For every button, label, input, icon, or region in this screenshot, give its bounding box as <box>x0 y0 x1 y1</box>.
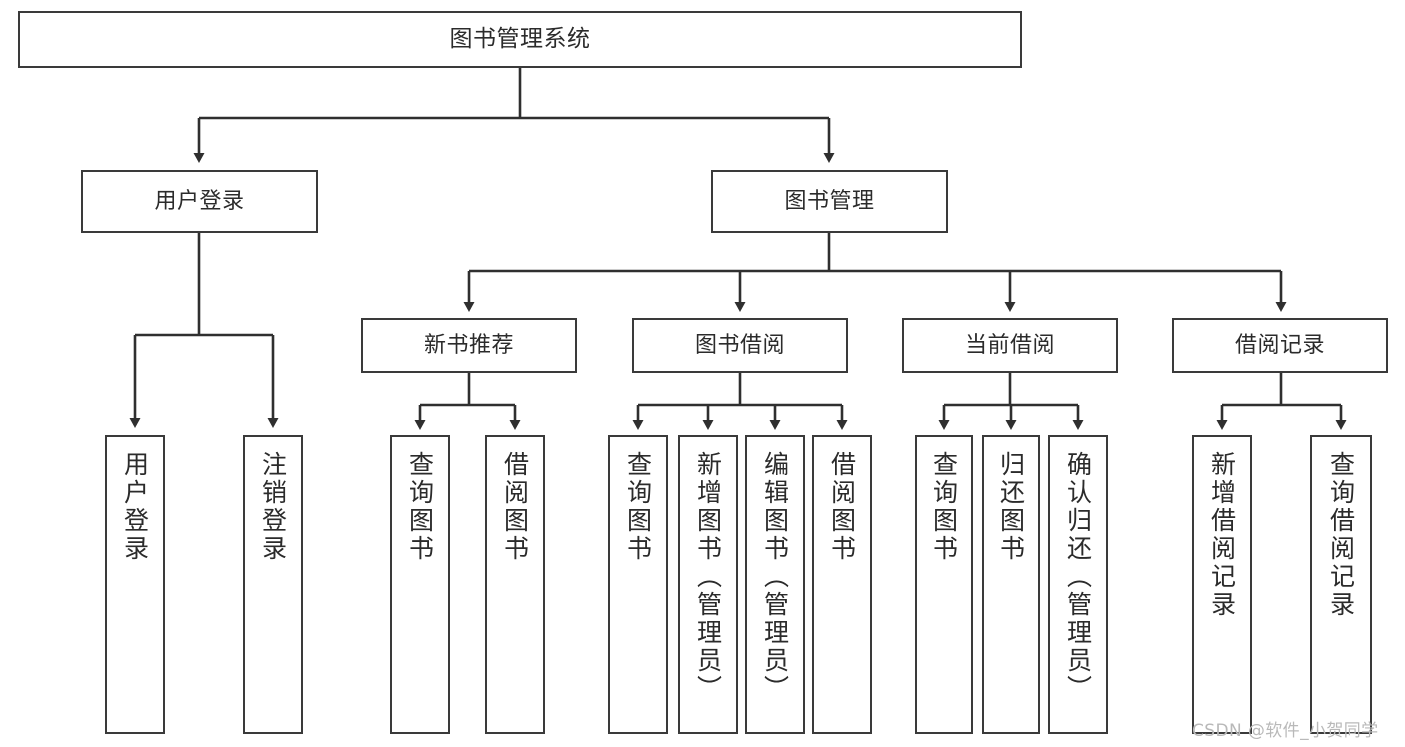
node-leaf-query-book-1[interactable]: 查询图书 <box>390 435 450 734</box>
node-root[interactable]: 图书管理系统 <box>18 11 1022 68</box>
node-leaf-add-book-label: 新增图书（管理员） <box>693 451 723 703</box>
node-leaf-add-record-label: 新增借阅记录 <box>1207 451 1237 619</box>
node-book-manage[interactable]: 图书管理 <box>711 170 948 233</box>
node-leaf-query-book-3[interactable]: 查询图书 <box>915 435 973 734</box>
node-book-manage-label: 图书管理 <box>784 188 875 214</box>
node-leaf-add-record[interactable]: 新增借阅记录 <box>1192 435 1252 734</box>
node-leaf-query-book-3-label: 查询图书 <box>929 451 959 563</box>
node-new-book-rec-label: 新书推荐 <box>423 332 514 358</box>
node-leaf-confirm-return[interactable]: 确认归还（管理员） <box>1048 435 1108 734</box>
node-leaf-query-book-1-label: 查询图书 <box>405 451 435 563</box>
node-leaf-borrow-book-1-label: 借阅图书 <box>500 451 530 563</box>
node-leaf-query-record-label: 查询借阅记录 <box>1326 451 1356 619</box>
node-root-label: 图书管理系统 <box>449 25 591 52</box>
node-leaf-confirm-return-label: 确认归还（管理员） <box>1063 451 1093 703</box>
node-leaf-user-logout-label: 注销登录 <box>258 451 288 563</box>
node-leaf-user-login-label: 用户登录 <box>120 451 150 563</box>
node-leaf-borrow-book-2[interactable]: 借阅图书 <box>812 435 872 734</box>
node-leaf-borrow-book-2-label: 借阅图书 <box>827 451 857 563</box>
node-leaf-query-record[interactable]: 查询借阅记录 <box>1310 435 1372 734</box>
node-user-login[interactable]: 用户登录 <box>81 170 318 233</box>
node-leaf-return-book-label: 归还图书 <box>996 451 1026 563</box>
node-leaf-query-book-2-label: 查询图书 <box>623 451 653 563</box>
node-leaf-edit-book-label: 编辑图书（管理员） <box>760 451 790 703</box>
node-leaf-user-login[interactable]: 用户登录 <box>105 435 165 734</box>
node-leaf-query-book-2[interactable]: 查询图书 <box>608 435 668 734</box>
node-book-borrow-label: 图书借阅 <box>694 332 785 358</box>
node-book-borrow[interactable]: 图书借阅 <box>632 318 848 373</box>
node-current-borrow[interactable]: 当前借阅 <box>902 318 1118 373</box>
node-leaf-edit-book[interactable]: 编辑图书（管理员） <box>745 435 805 734</box>
node-leaf-add-book[interactable]: 新增图书（管理员） <box>678 435 738 734</box>
node-current-borrow-label: 当前借阅 <box>964 332 1055 358</box>
node-borrow-record[interactable]: 借阅记录 <box>1172 318 1388 373</box>
node-borrow-record-label: 借阅记录 <box>1234 332 1325 358</box>
node-user-login-label: 用户登录 <box>154 188 245 214</box>
node-leaf-user-logout[interactable]: 注销登录 <box>243 435 303 734</box>
node-new-book-rec[interactable]: 新书推荐 <box>361 318 577 373</box>
node-leaf-borrow-book-1[interactable]: 借阅图书 <box>485 435 545 734</box>
watermark: CSDN @软件_小贺同学 <box>1192 721 1379 741</box>
node-leaf-return-book[interactable]: 归还图书 <box>982 435 1040 734</box>
